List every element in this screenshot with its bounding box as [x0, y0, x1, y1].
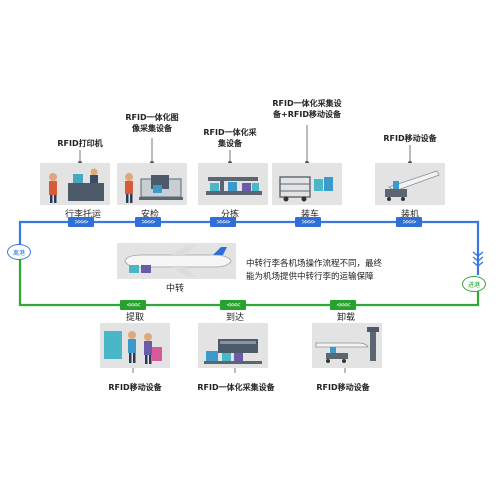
transfer-illustration	[117, 243, 236, 279]
arrive-illustration	[198, 323, 268, 368]
arrival-node: 进港	[462, 276, 486, 292]
departure-flow-line	[18, 220, 480, 275]
chevron-right-icon: >>>>	[68, 217, 94, 227]
sorting-illustration	[198, 163, 268, 205]
airplane-icon	[124, 245, 232, 277]
airplane-unloading-icon	[315, 327, 379, 363]
device-label-printer: RFID打印机	[57, 139, 103, 148]
transfer-label: 中转	[165, 284, 184, 294]
passenger-pickup-icon	[104, 331, 162, 364]
device-label-acquisition-bottom: RFID一体化采集设备	[197, 383, 275, 392]
step-label-security: 安检	[140, 210, 159, 220]
pickup-illustration	[100, 323, 170, 368]
device-label-image-acquisition: RFID一体化图 像采集设备	[125, 113, 179, 133]
arrival-flow-line	[18, 258, 480, 307]
device-label-acquisition-mobile: RFID一体化采集设 备+RFID移动设备	[272, 99, 342, 119]
boarding-illustration	[375, 163, 445, 205]
checkin-illustration	[40, 163, 110, 205]
security-scanner-icon	[125, 173, 183, 203]
airplane-loading-icon	[385, 170, 440, 201]
chevron-right-icon: >>>>	[210, 217, 236, 227]
security-illustration	[117, 163, 187, 205]
chevron-left-icon: <<<<	[120, 300, 146, 310]
step-label-unload: 卸载	[336, 313, 355, 323]
device-label-mobile-bottom-left: RFID移动设备	[108, 383, 162, 392]
device-label-mobile-top: RFID移动设备	[383, 134, 437, 143]
down-chevron-icon	[472, 251, 484, 267]
loading-illustration	[272, 163, 342, 205]
step-label-boarding: 装机	[400, 210, 419, 220]
departure-node: 离港	[7, 244, 31, 260]
transfer-description: 中转行李各机场操作流程不同，最终 能为机场提供中转行李的运输保障	[246, 259, 383, 282]
chevron-right-icon: >>>>	[396, 217, 422, 227]
chevron-left-icon: <<<<	[330, 300, 356, 310]
step-label-loading: 装车	[300, 210, 319, 220]
arrival-carousel-icon	[204, 339, 262, 364]
device-label-mobile-bottom-right: RFID移动设备	[316, 383, 370, 392]
step-label-sorting: 分拣	[220, 210, 239, 220]
baggage-cart-icon	[279, 176, 333, 202]
chevron-right-icon: >>>>	[135, 217, 161, 227]
baggage-checkin-icon	[49, 168, 104, 203]
sorting-conveyor-icon	[206, 177, 262, 195]
step-label-arrive: 到达	[225, 313, 244, 323]
device-label-acquisition: RFID一体化采 集设备	[203, 128, 257, 148]
step-label-pickup: 提取	[125, 313, 144, 323]
chevron-right-icon: >>>>	[295, 217, 321, 227]
step-label-checkin: 行李托运	[64, 210, 101, 220]
unload-illustration	[312, 323, 382, 368]
chevron-left-icon: <<<<	[220, 300, 246, 310]
